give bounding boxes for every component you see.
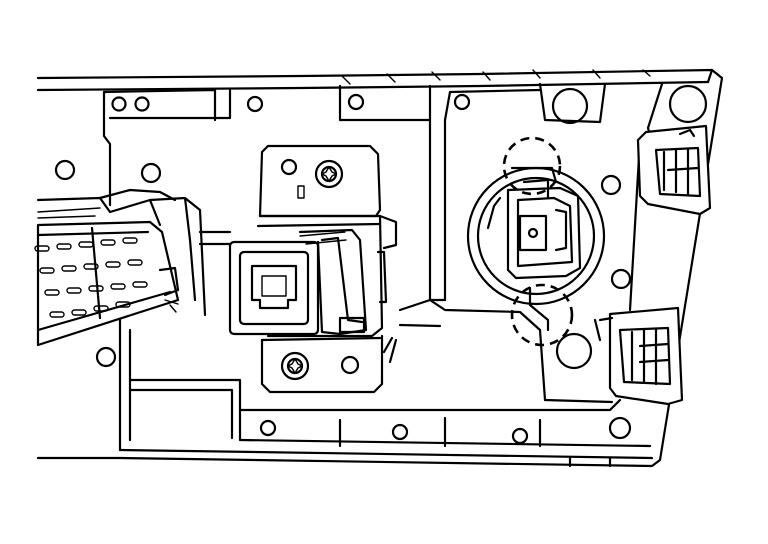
mounting-screw — [314, 159, 344, 189]
mounting-panel — [36, 68, 724, 468]
ethernet-jack-module — [198, 144, 398, 394]
mounting-screw — [280, 351, 310, 381]
circular-connector-socket — [466, 166, 606, 332]
release-clip — [636, 124, 712, 216]
release-clip — [598, 306, 684, 406]
release-tab-callout — [502, 136, 562, 196]
connector-harness — [34, 188, 207, 347]
release-tab-callout — [510, 283, 574, 347]
